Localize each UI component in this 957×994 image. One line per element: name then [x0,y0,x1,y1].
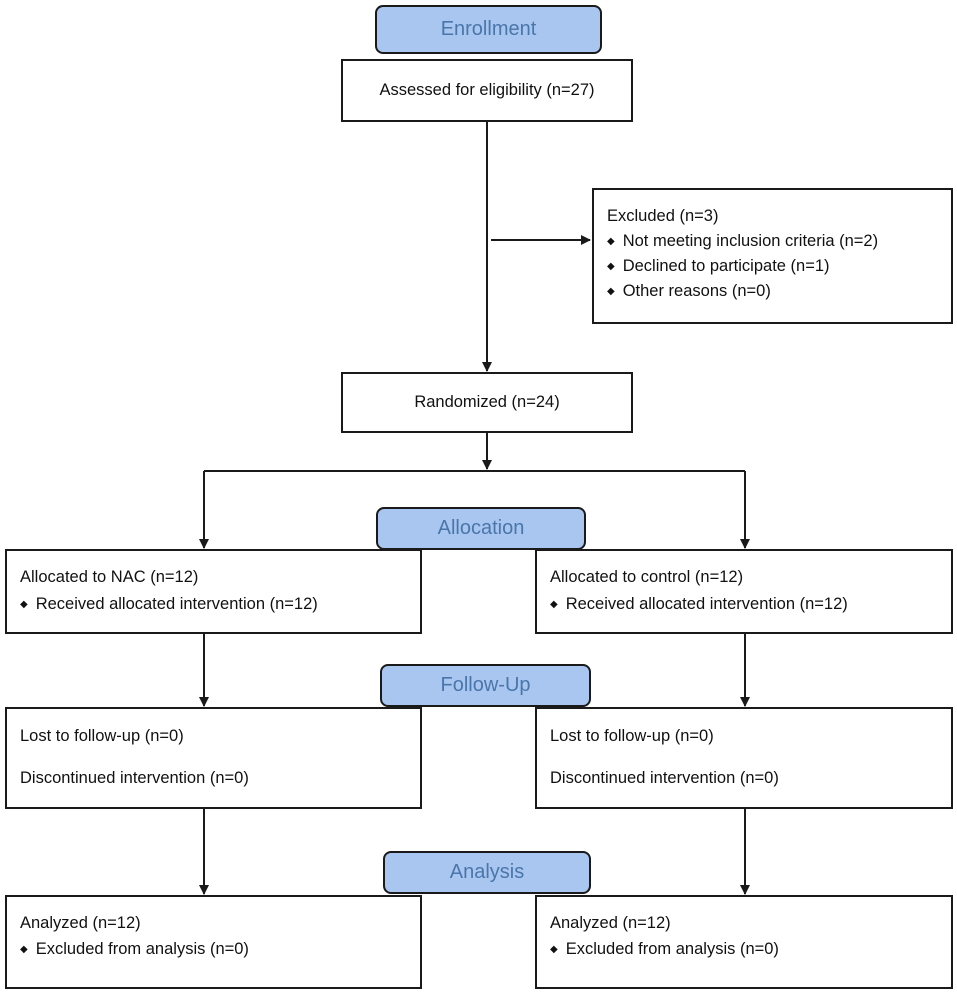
left-analyzed-title: Analyzed (n=12) [20,914,141,932]
assessed-box: Assessed for eligibility (n=27) [341,59,633,122]
right-lost-text: Lost to follow-up (n=0) [550,727,714,745]
excluded-reason-text: Not meeting inclusion criteria (n=2) [622,232,879,250]
right-allocated-detail: Received allocated intervention (n=12) [565,595,848,613]
right-discontinued-text: Discontinued intervention (n=0) [550,769,779,787]
left-followup-box: Lost to follow-up (n=0) Discontinued int… [5,707,422,809]
excluded-reason-text: Declined to participate (n=1) [622,257,830,275]
assessed-text: Assessed for eligibility (n=27) [379,81,595,100]
right-analyzed-detail: Excluded from analysis (n=0) [565,940,779,958]
stage-follow-up: Follow-Up [380,664,591,707]
diamond-icon: ◆ [607,261,615,272]
diamond-icon: ◆ [607,286,615,297]
stage-analysis-label: Analysis [449,861,525,883]
left-analyzed-detail: Excluded from analysis (n=0) [35,940,249,958]
randomized-text: Randomized (n=24) [414,393,560,412]
excluded-title: Excluded (n=3) [607,207,719,225]
stage-enrollment: Enrollment [375,5,602,54]
stage-follow-up-label: Follow-Up [440,674,531,696]
excluded-reason-text: Other reasons (n=0) [622,282,771,300]
right-followup-box: Lost to follow-up (n=0) Discontinued int… [535,707,953,809]
stage-allocation-label: Allocation [437,517,525,539]
left-allocated-item: ◆ Received allocated intervention (n=12) [20,596,318,613]
left-analyzed-box: Analyzed (n=12) ◆ Excluded from analysis … [5,895,422,989]
right-allocated-title: Allocated to control (n=12) [550,568,744,586]
excluded-reason: ◆ Declined to participate (n=1) [607,258,830,275]
excluded-box: Excluded (n=3) ◆ Not meeting inclusion cr… [592,188,953,324]
diamond-icon: ◆ [550,599,558,610]
left-lost-text: Lost to follow-up (n=0) [20,727,184,745]
excluded-reason: ◆ Other reasons (n=0) [607,283,771,300]
diamond-icon: ◆ [607,236,615,247]
left-allocated-title: Allocated to NAC (n=12) [20,568,199,586]
left-allocated-detail: Received allocated intervention (n=12) [35,595,318,613]
right-allocated-box: Allocated to control (n=12) ◆ Received al… [535,549,953,634]
randomized-box: Randomized (n=24) [341,372,633,433]
right-analyzed-title: Analyzed (n=12) [550,914,671,932]
excluded-reason: ◆ Not meeting inclusion criteria (n=2) [607,233,878,250]
right-analyzed-item: ◆ Excluded from analysis (n=0) [550,941,779,958]
stage-enrollment-label: Enrollment [440,18,537,40]
left-allocated-box: Allocated to NAC (n=12) ◆ Received alloca… [5,549,422,634]
right-analyzed-box: Analyzed (n=12) ◆ Excluded from analysis … [535,895,953,989]
diamond-icon: ◆ [20,599,28,610]
left-analyzed-item: ◆ Excluded from analysis (n=0) [20,941,249,958]
stage-allocation: Allocation [376,507,586,550]
diamond-icon: ◆ [550,944,558,955]
stage-analysis: Analysis [383,851,591,894]
left-discontinued-text: Discontinued intervention (n=0) [20,769,249,787]
diamond-icon: ◆ [20,944,28,955]
right-allocated-item: ◆ Received allocated intervention (n=12) [550,596,848,613]
